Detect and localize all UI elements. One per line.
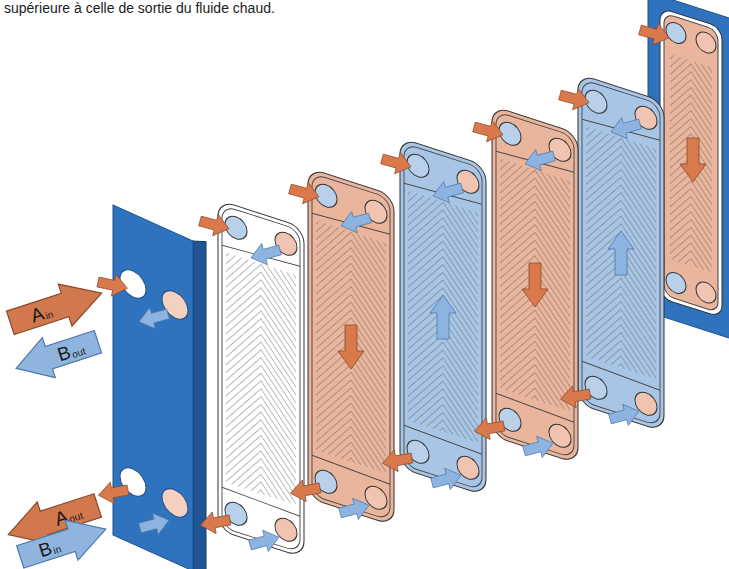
fluid-letter: A [28,303,46,325]
fluid-letter: B [36,538,54,560]
pink-plate [308,168,394,526]
flow-direction: in [52,544,63,556]
caption-fragment: supérieure à celle de sortie du fluide c… [4,0,275,16]
white-plate [218,200,304,558]
flow-direction: in [44,309,55,321]
flow-arrows-b [136,113,643,555]
fluid-letter: B [55,342,73,364]
blue-plate [400,138,486,496]
blue-plate [578,74,664,432]
flow-arrows-a [96,19,672,536]
front-frame-plate [113,200,206,569]
pink-plate [492,106,578,464]
flow-direction: out [71,346,87,360]
plate-flow-arrows [338,138,706,369]
